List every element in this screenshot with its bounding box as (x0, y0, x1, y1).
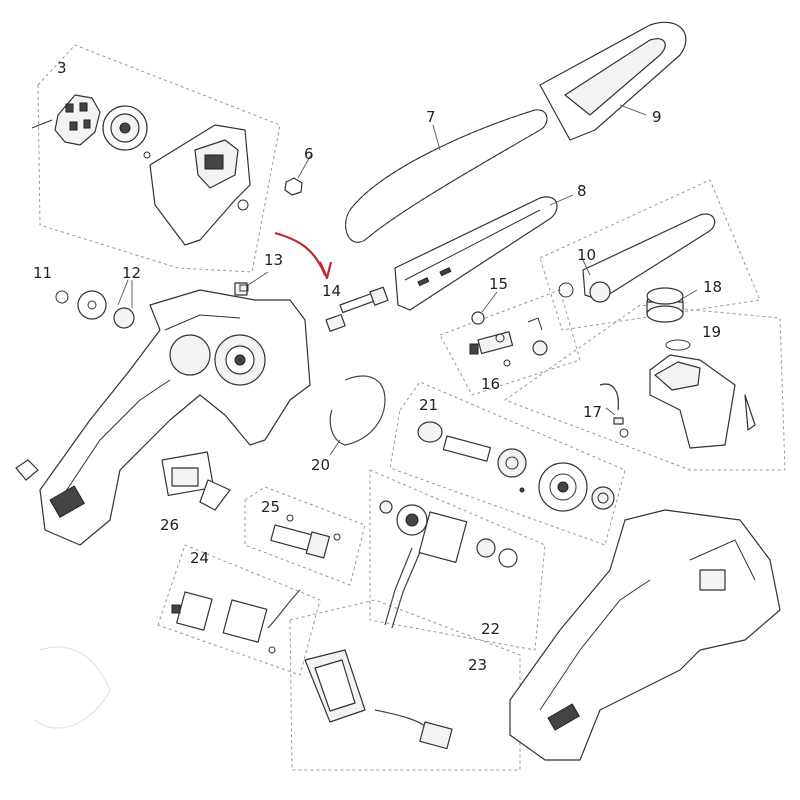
part-10-tensioner (558, 213, 716, 303)
part-7-saw-chain (345, 109, 548, 243)
callout-18: 18 (703, 278, 722, 296)
red-arrow-head (318, 261, 333, 280)
part-17-oil-hose (599, 383, 629, 438)
group-24-outline (157, 544, 321, 676)
part-19-oil-tank (649, 339, 756, 449)
callout-20: 20 (311, 456, 330, 474)
callout-24: 24 (190, 549, 209, 567)
left-housing-half (39, 289, 311, 546)
part-3-sprocket-cover-assembly (31, 94, 251, 246)
group-16-outline (439, 289, 581, 396)
callout-8: 8 (577, 182, 587, 200)
group-21-outline (389, 381, 626, 546)
callout-16: 16 (481, 375, 500, 393)
callout-19: 19 (702, 323, 721, 341)
callout-10: 10 (577, 246, 596, 264)
part-22-motor (379, 500, 518, 629)
callout-26: 26 (160, 516, 179, 534)
part-16-oil-pump (469, 317, 548, 367)
part-25-connector (270, 514, 341, 559)
leader-lines (117, 104, 698, 456)
right-housing-half (509, 509, 781, 761)
part-23-battery-terminal (304, 649, 453, 750)
callout-12: 12 (122, 264, 141, 282)
part-18-oil-cap (646, 287, 684, 323)
callout-9: 9 (652, 108, 662, 126)
part-24-circuit-board (171, 589, 301, 654)
callout-21: 21 (419, 396, 438, 414)
part-6-nut (284, 177, 303, 196)
part-11-circlip (55, 290, 69, 304)
callout-15: 15 (489, 275, 508, 293)
part-8-guide-bar (394, 196, 558, 311)
callout-13: 13 (264, 251, 283, 269)
group-22-outline (369, 469, 546, 651)
callout-3: 3 (57, 59, 67, 77)
part-12-washers (77, 290, 135, 329)
callout-25: 25 (261, 498, 280, 516)
faint-watermark-sketch (34, 646, 111, 729)
callout-22: 22 (481, 620, 500, 638)
group-10-outline (539, 179, 761, 331)
group-outlines (37, 44, 786, 771)
left-small-bracket (15, 459, 39, 481)
callout-11: 11 (33, 264, 52, 282)
part-14-bolt-and-sleeve (325, 286, 389, 332)
group-23-outline (289, 599, 521, 771)
callout-17: 17 (583, 403, 602, 421)
callout-14: 14 (322, 282, 341, 300)
group-25-outline (244, 486, 366, 586)
group-3-outline (37, 44, 281, 273)
part-20-gasket-wire (329, 375, 386, 446)
part-15-washer (471, 311, 485, 325)
callout-7: 7 (426, 108, 436, 126)
group-19-outline (503, 304, 786, 471)
part-26-switch (161, 451, 231, 511)
callout-labels: 3 6 7 8 9 10 11 12 13 14 15 16 17 18 19 … (33, 59, 722, 674)
part-21-gear-train (417, 421, 615, 512)
part-13-bolt (234, 282, 249, 296)
callout-23: 23 (468, 656, 487, 674)
callout-6: 6 (304, 145, 314, 163)
part-9-guide-bar-cover (539, 21, 687, 141)
